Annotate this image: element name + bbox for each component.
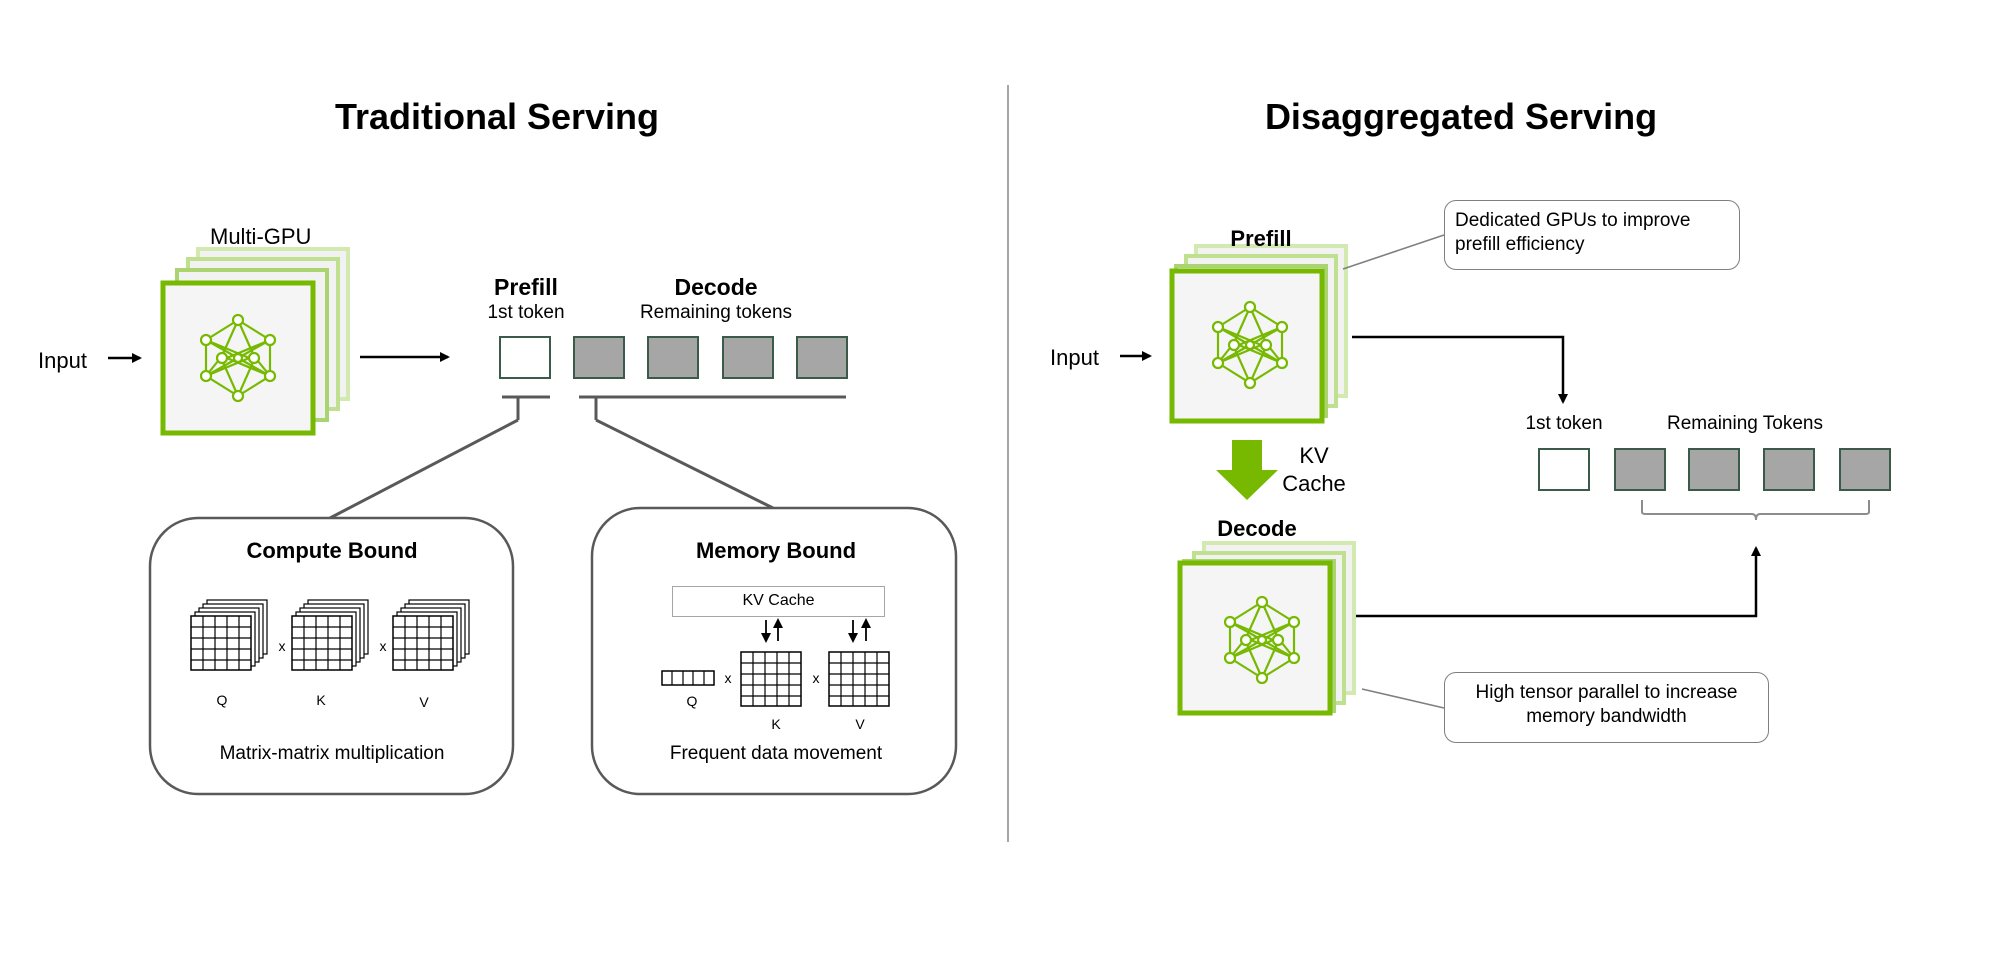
multi-gpu-label: Multi-GPU [210, 224, 312, 249]
kv-cache-label-line2: Cache [1282, 471, 1346, 496]
matrix-label-k: K [771, 716, 781, 732]
remaining-tokens-brace [1641, 500, 1870, 521]
callout-leader [1342, 234, 1445, 270]
memory-q-vector [661, 670, 715, 686]
decode-label: Decode [674, 274, 758, 300]
left-token-row [499, 336, 848, 379]
matrix-grid-icon [828, 651, 890, 707]
decode-sublabel: Remaining tokens [639, 302, 793, 323]
traditional-serving-title: Traditional Serving [334, 96, 660, 137]
matrix-label-q: Q [686, 693, 698, 709]
left-input-label: Input [38, 348, 87, 373]
kv-transfer-arrows [761, 618, 871, 643]
matrix-grid-icon [740, 651, 802, 707]
first-token-label: 1st token [1525, 413, 1603, 434]
memory-bandwidth-callout: High tensor parallel to increase memory … [1444, 672, 1769, 743]
compute-bound-title: Compute Bound [246, 538, 418, 563]
decode-gpu-stack [1177, 541, 1356, 716]
prefill-to-token-connector [1352, 335, 1568, 404]
remaining-tokens-label: Remaining Tokens [1667, 413, 1823, 434]
right-token-row [1538, 448, 1891, 491]
matrix-label-v: V [855, 716, 865, 732]
matrix-grid-icon [292, 600, 368, 670]
down-arrow-icon [1216, 440, 1278, 500]
kv-cache-label-line1: KV [1299, 443, 1329, 468]
multi-gpu-stack [160, 247, 350, 436]
prefill-sublabel: 1st token [487, 302, 565, 323]
disaggregated-serving-title: Disaggregated Serving [1264, 96, 1658, 137]
decode-to-remaining-connector [1356, 546, 1761, 618]
memory-bound-title: Memory Bound [695, 538, 857, 563]
left-token-brackets [329, 395, 846, 520]
matrix-operator: x [278, 638, 286, 654]
prefill-label: Prefill [494, 274, 558, 300]
prefill-efficiency-callout: Dedicated GPUs to improve prefill effici… [1444, 200, 1740, 270]
matrix-label-v: V [419, 694, 429, 710]
prefill-gpu-stack [1169, 244, 1348, 424]
decode-stack-label: Decode [1217, 516, 1297, 541]
matrix-grid-icon [191, 600, 267, 670]
matrix-grid-icon [393, 600, 469, 670]
matrix-label-k: K [316, 692, 326, 708]
matrix-operator: x [379, 638, 387, 654]
memory-bound-caption: Frequent data movement [669, 743, 883, 764]
callout-leader [1361, 688, 1445, 709]
matrix-operator: x [812, 670, 820, 686]
compute-bound-caption: Matrix-matrix multiplication [219, 743, 445, 764]
matrix-label-q: Q [216, 692, 228, 708]
right-input-label: Input [1050, 345, 1099, 370]
matrix-operator: x [724, 670, 732, 686]
prefill-stack-label: Prefill [1230, 226, 1292, 251]
kv-cache-box: KV Cache [672, 586, 885, 617]
memory-bound-box [590, 506, 958, 796]
